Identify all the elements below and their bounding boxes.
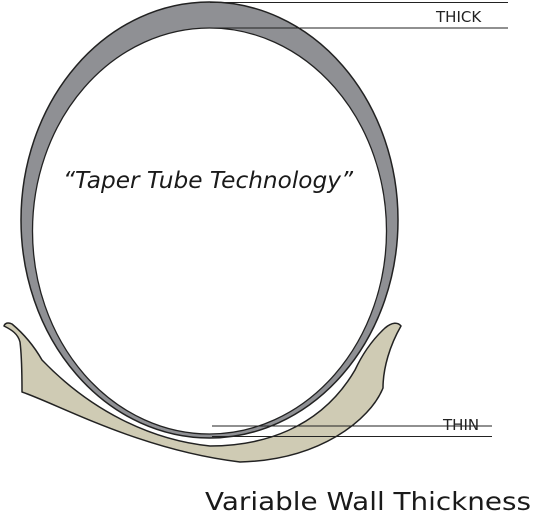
thick-label: THICK <box>435 8 482 26</box>
rim-shape <box>3 322 402 463</box>
caption-label: Variable Wall Thickness <box>205 487 531 516</box>
center-label: “Taper Tube Technology” <box>63 168 354 194</box>
thin-label: THIN <box>442 416 479 434</box>
tube-inner <box>31 27 388 435</box>
